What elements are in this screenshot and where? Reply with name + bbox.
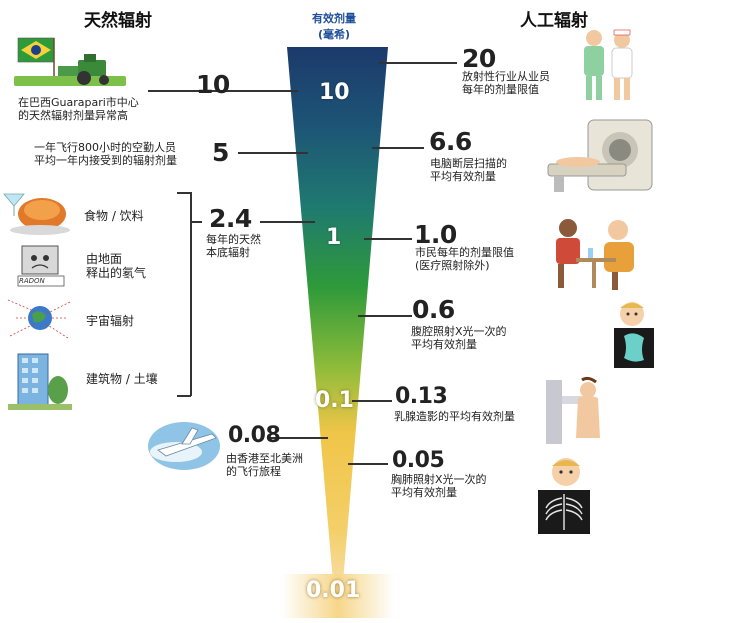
art-value-0.6: 0.6: [412, 295, 455, 324]
source-building-label: 建筑物 / 土壤: [86, 372, 158, 386]
ct-scanner-icon: [547, 119, 653, 192]
art-value-0.13: 0.13: [395, 384, 448, 409]
art-desc-0.05-line1: 胸肺照射X光一次的: [391, 473, 487, 486]
natural-desc-5-line2: 平均一年内接受到的辐射剂量: [34, 154, 177, 167]
connector-art-0.6: [358, 315, 412, 317]
art-value-1.0: 1.0: [414, 220, 457, 249]
natural-desc-5-line1: 一年飞行800小时的空勤人员: [34, 141, 176, 154]
radon-badge: RADON: [19, 277, 45, 285]
bracket-vertical: [190, 192, 192, 396]
cosmic-icon: [7, 299, 71, 339]
art-desc-6.6-line1: 电脑断层扫描的: [430, 157, 507, 170]
natural-value-10: 10: [196, 70, 230, 99]
airplane-icon: [148, 422, 220, 470]
art-desc-20-line1: 放射性行业从业员: [462, 70, 550, 83]
artificial-radiation-header: 人工辐射: [520, 11, 588, 31]
art-desc-0.05-line2: 平均有效剂量: [391, 486, 457, 499]
citizens-icon: [556, 219, 634, 290]
tick-1: 1: [326, 225, 342, 250]
natural-desc-10: 在巴西Guarapari市中心 的天然辐射剂量异常高: [18, 96, 139, 122]
art-value-0.05: 0.05: [392, 448, 445, 473]
building-icon: [8, 353, 72, 410]
art-value-20: 20: [462, 44, 496, 73]
connector-art-1.0: [364, 238, 412, 240]
natural-desc-5: 一年飞行800小时的空勤人员 平均一年内接受到的辐射剂量: [34, 141, 177, 167]
art-desc-0.6: 腹腔照射X光一次的 平均有效剂量: [411, 325, 507, 351]
funnel-shape: [287, 47, 388, 582]
natural-desc-0.08-line2: 的飞行旅程: [226, 465, 281, 478]
art-desc-0.13: 乳腺造影的平均有效剂量: [394, 410, 515, 423]
tick-10: 10: [319, 80, 350, 105]
connector-natural-0.08: [268, 437, 328, 439]
natural-value-0.08: 0.08: [228, 423, 281, 448]
medical-staff-icon: [584, 29, 633, 100]
connector-natural-5: [238, 152, 308, 154]
art-desc-6.6-line2: 平均有效剂量: [430, 170, 496, 183]
source-cosmic-label: 宇宙辐射: [86, 314, 135, 328]
art-desc-1.0-line2: (医疗照射除外): [415, 259, 490, 272]
chest-xray-icon: [538, 458, 590, 534]
funnel-base-glow: [282, 574, 394, 618]
connector-art-20: [379, 62, 457, 64]
art-desc-20: 放射性行业从业员 每年的剂量限值: [462, 70, 550, 96]
axis-title-line1: 有效剂量: [312, 12, 356, 25]
art-desc-0.6-line2: 平均有效剂量: [411, 338, 477, 351]
connector-natural-2.4: [260, 221, 315, 223]
art-desc-20-line2: 每年的剂量限值: [462, 83, 539, 96]
source-radon-label-line1: 由地面: [86, 252, 123, 266]
art-desc-0.05: 胸肺照射X光一次的 平均有效剂量: [391, 473, 487, 499]
radon-icon: [17, 245, 65, 287]
connector-art-0.05: [348, 463, 388, 465]
natural-desc-0.08: 由香港至北美洲 的飞行旅程: [226, 452, 303, 478]
art-desc-1.0: 市民每年的剂量限值 (医疗照射除外): [415, 246, 514, 272]
mammography-icon: [546, 376, 600, 444]
brazil-flag-tractor-icon: [14, 37, 126, 86]
axis-title-line2: (毫希): [317, 28, 351, 41]
art-desc-1.0-line1: 市民每年的剂量限值: [415, 246, 514, 259]
art-desc-6.6: 电脑断层扫描的 平均有效剂量: [430, 157, 507, 183]
tick-0.1: 0.1: [315, 388, 354, 413]
connector-art-6.6: [372, 147, 424, 149]
natural-desc-10-line2: 的天然辐射剂量异常高: [18, 109, 128, 122]
natural-desc-2.4: 每年的天然 本底辐射: [206, 233, 261, 259]
abdomen-xray-icon: [614, 302, 654, 368]
natural-value-5: 5: [212, 138, 229, 167]
natural-desc-0.08-line1: 由香港至北美洲: [226, 452, 303, 465]
bracket-bottom: [177, 395, 191, 397]
axis-title: 有效剂量 (毫希): [294, 10, 374, 42]
connector-natural-10: [148, 90, 298, 92]
source-radon-label-line2: 释出的氡气: [86, 266, 147, 280]
art-desc-0.6-line1: 腹腔照射X光一次的: [411, 325, 507, 338]
tick-0.01: 0.01: [306, 578, 361, 603]
source-radon-label: 由地面 释出的氡气: [86, 252, 146, 280]
natural-desc-2.4-line2: 本底辐射: [206, 246, 250, 259]
bracket-mid: [190, 221, 202, 223]
natural-radiation-header: 天然辐射: [84, 11, 152, 31]
natural-desc-10-line1: 在巴西Guarapari市中心: [18, 96, 139, 109]
natural-value-2.4: 2.4: [209, 204, 252, 233]
food-icon: [3, 193, 70, 235]
connector-art-0.13: [352, 400, 392, 402]
art-value-6.6: 6.6: [429, 127, 472, 156]
source-food-label: 食物 / 饮料: [84, 209, 144, 223]
natural-desc-2.4-line1: 每年的天然: [206, 233, 261, 246]
bracket-top: [177, 192, 191, 194]
